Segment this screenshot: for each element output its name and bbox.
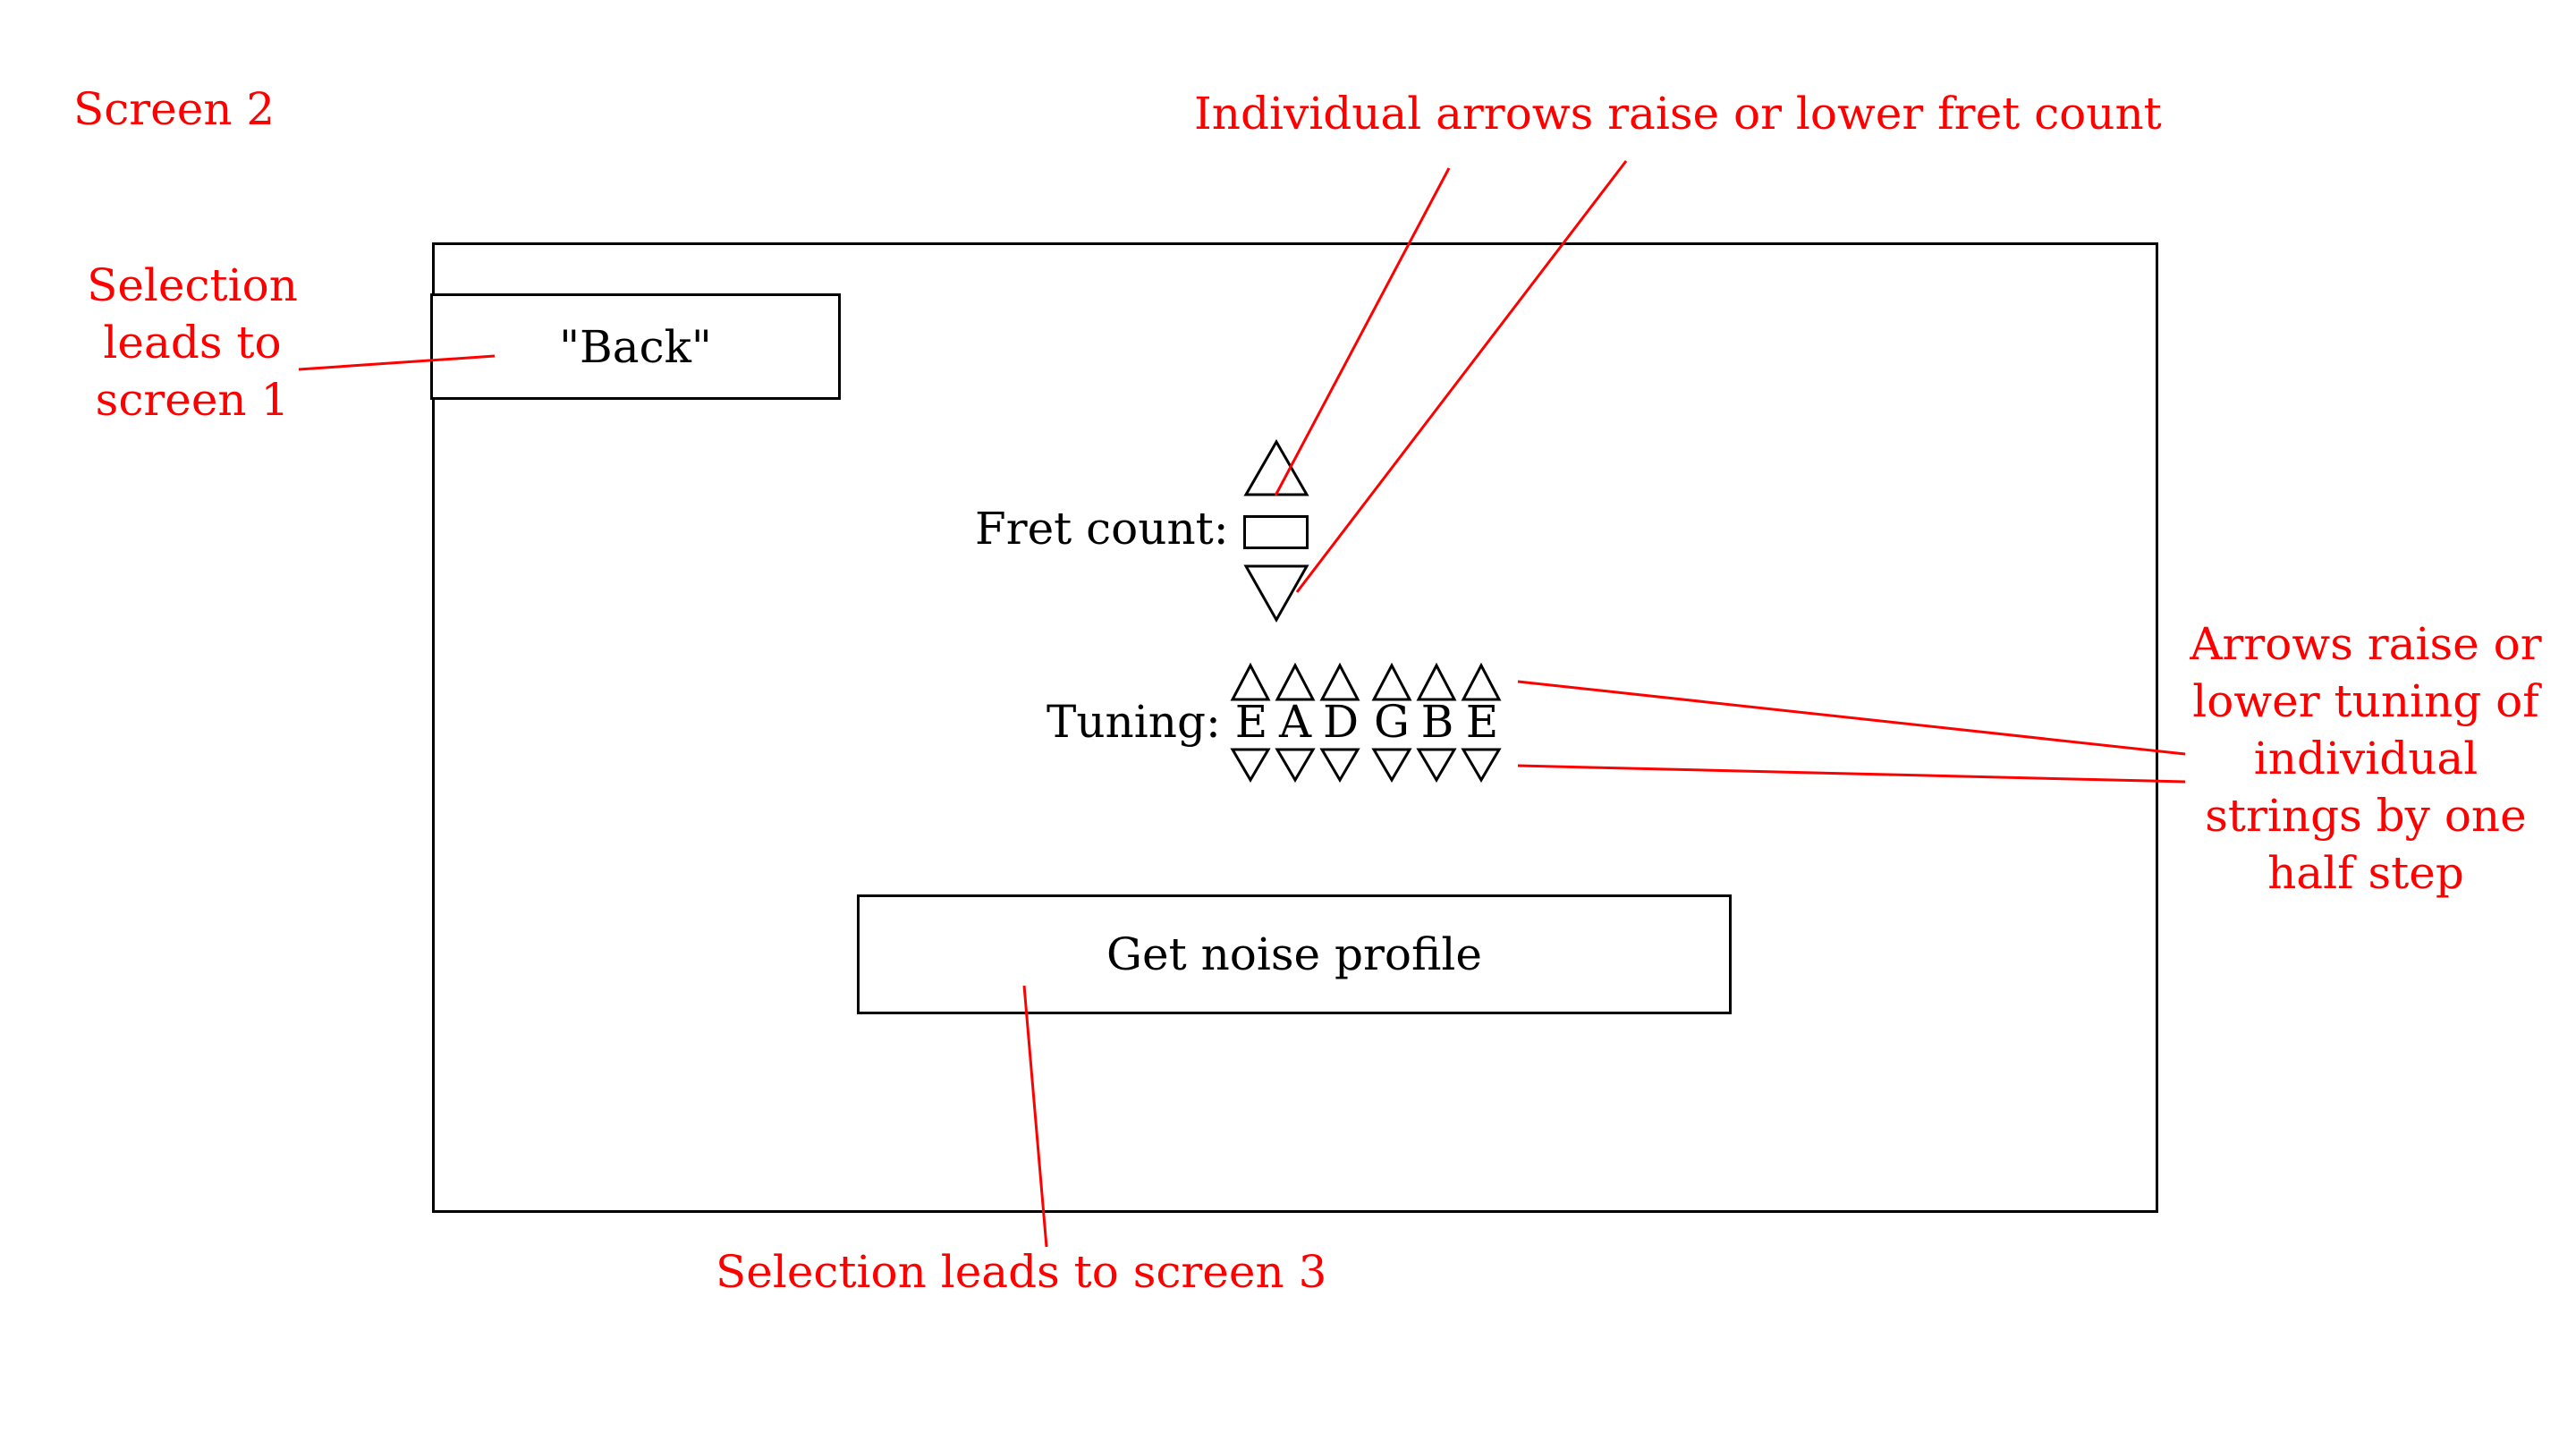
fret-down-arrow-icon[interactable] bbox=[1243, 564, 1309, 623]
get-noise-profile-label: Get noise profile bbox=[1106, 928, 1482, 980]
fret-count-label: Fret count: bbox=[975, 503, 1229, 555]
screen-label: Screen 2 bbox=[73, 83, 275, 135]
tuning-label: Tuning: bbox=[1046, 696, 1221, 748]
tuning-up-connector-line bbox=[1517, 680, 2186, 756]
string-5-down-arrow-icon[interactable] bbox=[1416, 748, 1457, 783]
fret-up-arrow-icon[interactable] bbox=[1243, 438, 1309, 496]
string-3-up-arrow-icon[interactable] bbox=[1319, 662, 1360, 701]
back-annotation-line-3: screen 1 bbox=[95, 374, 290, 426]
tuning-arrows-annotation: Arrows raise or lower tuning of individu… bbox=[2169, 615, 2563, 902]
tuning-down-connector-line bbox=[1517, 764, 2186, 784]
screen-frame bbox=[432, 242, 2158, 1213]
string-2-down-arrow-icon[interactable] bbox=[1275, 748, 1316, 783]
fret-down-connector-line bbox=[1295, 160, 1628, 593]
string-2-up-arrow-icon[interactable] bbox=[1275, 662, 1316, 701]
string-note-2: A bbox=[1278, 696, 1312, 748]
back-connector-line bbox=[298, 354, 496, 371]
string-6-up-arrow-icon[interactable] bbox=[1461, 662, 1502, 701]
string-4-down-arrow-icon[interactable] bbox=[1371, 748, 1412, 783]
string-note-6: E bbox=[1465, 696, 1499, 748]
string-3-down-arrow-icon[interactable] bbox=[1319, 748, 1360, 783]
string-4-up-arrow-icon[interactable] bbox=[1371, 662, 1412, 701]
tuning-annotation-line-1: Arrows raise or bbox=[2190, 618, 2542, 670]
string-1-down-arrow-icon[interactable] bbox=[1230, 748, 1271, 783]
string-note-1: E bbox=[1234, 696, 1268, 748]
back-annotation-line-2: leads to bbox=[103, 317, 282, 369]
noise-annotation: Selection leads to screen 3 bbox=[716, 1246, 1327, 1298]
tuning-annotation-line-5: half step bbox=[2267, 847, 2464, 899]
string-6-down-arrow-icon[interactable] bbox=[1461, 748, 1502, 783]
tuning-annotation-line-4: strings by one bbox=[2205, 790, 2527, 842]
string-note-3: D bbox=[1322, 696, 1360, 748]
get-noise-profile-button[interactable]: Get noise profile bbox=[857, 894, 1732, 1014]
fret-count-field[interactable] bbox=[1243, 515, 1309, 549]
string-note-4: G bbox=[1374, 696, 1410, 748]
back-annotation: Selection leads to screen 1 bbox=[76, 257, 309, 428]
back-button-label: "Back" bbox=[559, 320, 712, 373]
string-1-up-arrow-icon[interactable] bbox=[1230, 662, 1271, 701]
fret-up-connector-line bbox=[1274, 167, 1451, 496]
back-annotation-line-1: Selection bbox=[87, 259, 298, 311]
tuning-annotation-line-2: lower tuning of bbox=[2192, 675, 2539, 727]
string-5-up-arrow-icon[interactable] bbox=[1416, 662, 1457, 701]
string-note-5: B bbox=[1420, 696, 1454, 748]
tuning-annotation-line-3: individual bbox=[2253, 733, 2479, 784]
noise-connector-line bbox=[1022, 985, 1048, 1248]
back-button[interactable]: "Back" bbox=[430, 293, 841, 400]
fret-arrows-annotation: Individual arrows raise or lower fret co… bbox=[1194, 88, 2162, 140]
